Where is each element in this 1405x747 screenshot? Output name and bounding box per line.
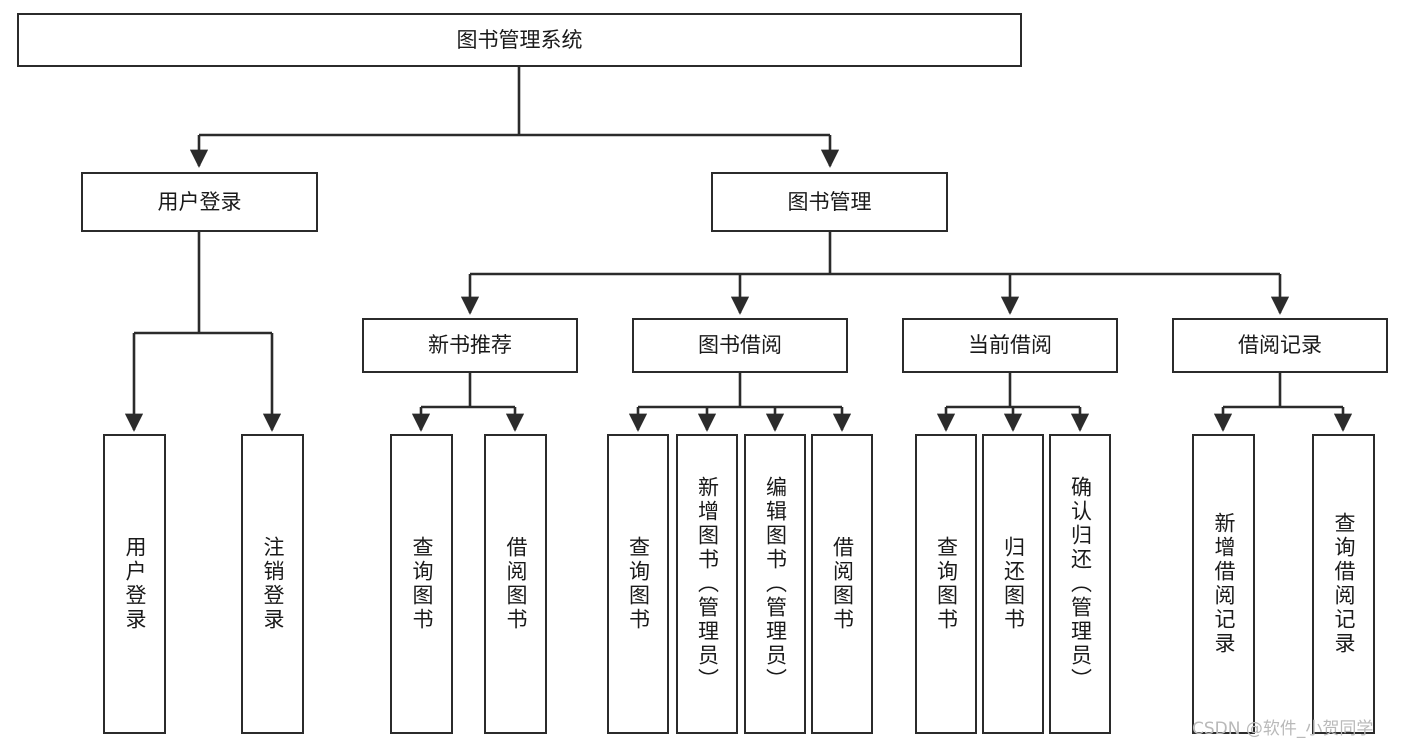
watermark: CSDN @软件_小贺同学 (1192, 719, 1374, 739)
node-label: 用户登录 (123, 536, 147, 632)
leaf-add-borrow-record[interactable]: 新增借阅记录 (1192, 434, 1255, 734)
node-label: 图书管理 (787, 189, 872, 214)
node-new-book-recommend[interactable]: 新书推荐 (362, 318, 578, 373)
node-label: 编辑图书（管理员） (763, 476, 788, 692)
leaf-borrow-book-recommend[interactable]: 借阅图书 (484, 434, 547, 734)
node-label: 查询图书 (934, 536, 959, 632)
node-label: 借阅记录 (1238, 333, 1322, 358)
leaf-edit-book-admin[interactable]: 编辑图书（管理员） (744, 434, 806, 734)
node-label: 新书推荐 (428, 333, 512, 358)
node-book-borrow[interactable]: 图书借阅 (632, 318, 848, 373)
node-label: 图书借阅 (698, 333, 782, 358)
node-book-management[interactable]: 图书管理 (711, 172, 948, 232)
leaf-query-book-current[interactable]: 查询图书 (915, 434, 977, 734)
node-label: 新增借阅记录 (1212, 512, 1236, 656)
node-user-login[interactable]: 用户登录 (81, 172, 318, 232)
node-current-borrow[interactable]: 当前借阅 (902, 318, 1118, 373)
node-borrow-record[interactable]: 借阅记录 (1172, 318, 1388, 373)
node-book-management-system[interactable]: 图书管理系统 (17, 13, 1022, 67)
leaf-query-book-recommend[interactable]: 查询图书 (390, 434, 453, 734)
node-label: 确认归还（管理员） (1068, 476, 1093, 692)
leaf-return-book[interactable]: 归还图书 (982, 434, 1044, 734)
node-label: 借阅图书 (830, 536, 855, 632)
node-label: 图书管理系统 (456, 27, 583, 52)
node-label: 新增图书（管理员） (695, 476, 720, 692)
node-label: 查询图书 (410, 536, 434, 632)
leaf-query-borrow-record[interactable]: 查询借阅记录 (1312, 434, 1375, 734)
leaf-confirm-return-admin[interactable]: 确认归还（管理员） (1049, 434, 1111, 734)
leaf-borrow-book[interactable]: 借阅图书 (811, 434, 873, 734)
node-label: 当前借阅 (968, 333, 1052, 358)
node-label: 注销登录 (261, 536, 285, 632)
node-label: 查询图书 (626, 536, 651, 632)
node-label: 查询借阅记录 (1332, 512, 1356, 656)
node-label: 借阅图书 (504, 536, 528, 632)
leaf-user-login[interactable]: 用户登录 (103, 434, 166, 734)
node-label: 用户登录 (157, 189, 242, 214)
leaf-add-book-admin[interactable]: 新增图书（管理员） (676, 434, 738, 734)
leaf-logout[interactable]: 注销登录 (241, 434, 304, 734)
node-label: 归还图书 (1001, 536, 1026, 632)
leaf-query-book-borrow[interactable]: 查询图书 (607, 434, 669, 734)
